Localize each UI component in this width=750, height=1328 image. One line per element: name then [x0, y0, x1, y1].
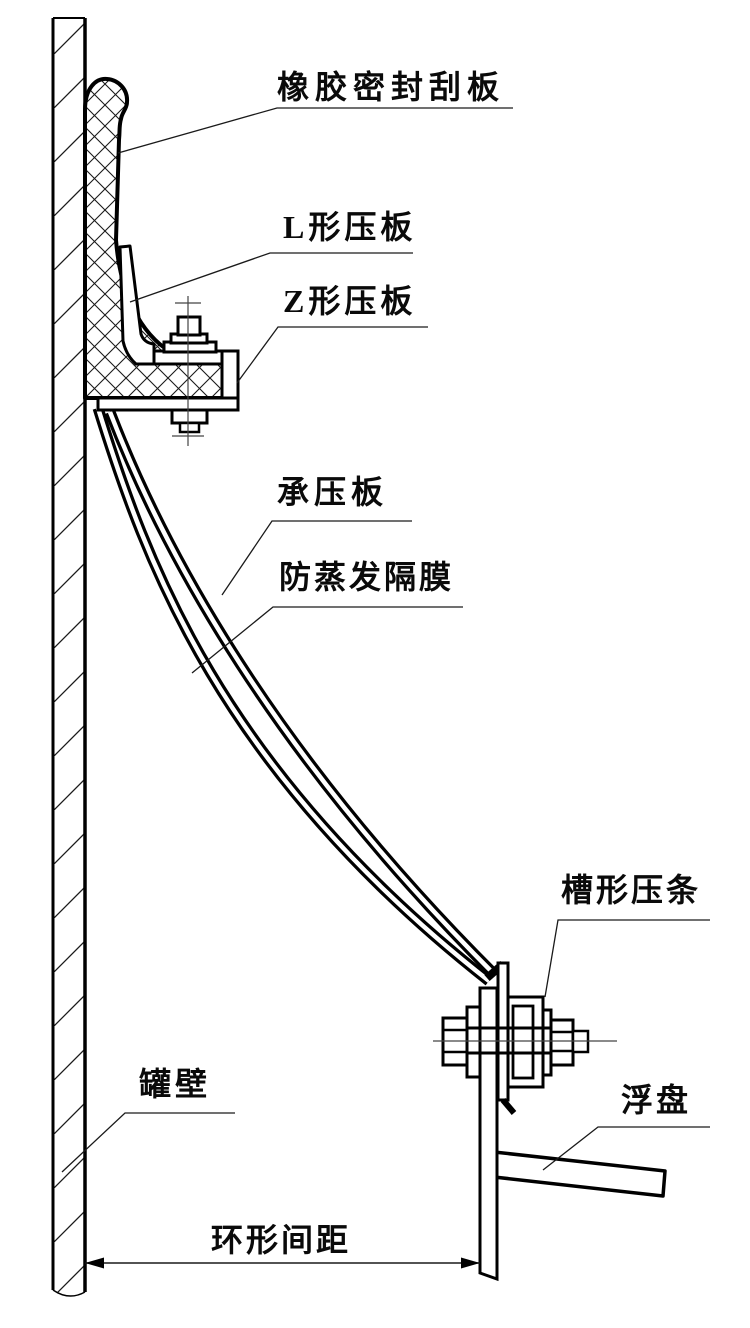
bolt-nut-right — [549, 1018, 575, 1067]
z-plate-bottom-flange — [96, 396, 240, 412]
deck-rim-plate — [478, 986, 499, 1282]
top-bolt-tail — [178, 421, 201, 434]
label-anti-evaporation-membrane: 防蒸发隔膜 — [279, 559, 455, 595]
floating-deck-plate — [492, 1150, 667, 1198]
label-channel-pressure-strip: 槽形压条 — [561, 872, 702, 908]
top-bolt-centerline — [172, 296, 204, 446]
label-rubber-seal-scraper: 橡胶密封刮板 — [277, 69, 506, 105]
tank-wall-shape — [51, 17, 87, 1297]
leader-l-plate — [129, 252, 413, 303]
leader-channel-strip — [544, 919, 710, 998]
membrane-curve — [92, 406, 493, 986]
label-annular-gap-dimension: 环形间距 — [211, 1222, 352, 1258]
leader-floating-deck — [542, 1126, 710, 1171]
bearing-plate-curve — [104, 410, 498, 978]
top-bolt-head — [176, 315, 202, 337]
leader-membrane — [191, 606, 463, 674]
label-l-shaped-plate: L形压板 — [283, 209, 417, 245]
l-shaped-plate — [118, 244, 156, 366]
bolt-washer-left — [465, 1005, 482, 1079]
leader-lines — [61, 107, 710, 1173]
leader-tank-wall — [61, 1112, 235, 1173]
bolt-shaft — [467, 1026, 551, 1055]
dimension-annular-gap — [85, 1257, 480, 1269]
leader-rubber-seal — [117, 107, 513, 154]
label-z-shaped-plate: Z形压板 — [283, 283, 417, 319]
leader-z-plate — [236, 326, 428, 384]
dimension-arrow-left — [85, 1257, 104, 1269]
label-bearing-plate: 承压板 — [277, 474, 389, 510]
label-floating-deck: 浮盘 — [621, 1082, 692, 1118]
channel-strip-shape — [505, 995, 545, 1089]
leader-bearing-plate — [221, 520, 412, 596]
upper-clamp-assembly — [96, 244, 240, 446]
top-bolt-nut — [170, 408, 209, 425]
label-tank-wall: 罐壁 — [139, 1066, 212, 1102]
lower-bolt-assembly — [433, 1005, 617, 1079]
membrane-fold — [484, 960, 517, 1115]
dimension-arrow-right — [461, 1257, 480, 1269]
